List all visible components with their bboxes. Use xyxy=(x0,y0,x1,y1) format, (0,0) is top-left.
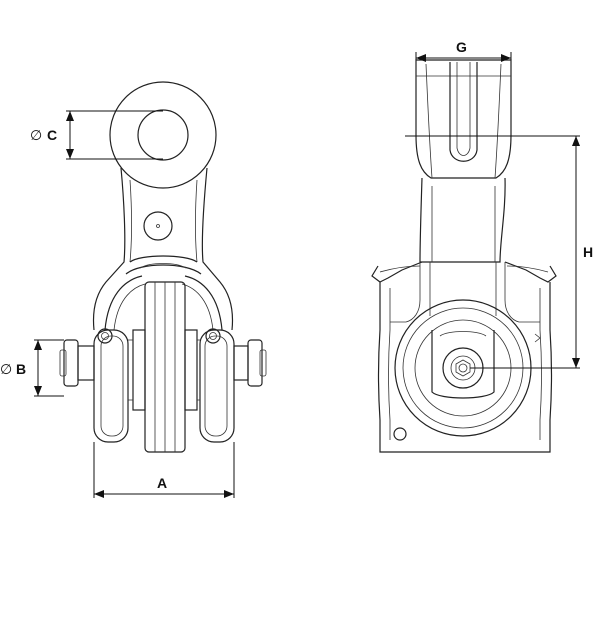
dimension-b: ∅ B xyxy=(0,339,64,397)
hex-nut xyxy=(455,359,471,377)
dim-c-label: C xyxy=(47,127,57,143)
side-view xyxy=(371,59,557,453)
dim-b-diameter-symbol: ∅ xyxy=(0,362,12,378)
top-block xyxy=(415,59,512,179)
dim-h-label: H xyxy=(583,244,593,260)
dimension-h: H xyxy=(405,135,593,369)
right-hub xyxy=(184,329,198,411)
top-eye-bore xyxy=(137,109,189,161)
dim-b-label: B xyxy=(16,361,26,377)
dimension-g: G xyxy=(415,39,512,62)
right-side-plate xyxy=(199,329,235,443)
dimension-a: A xyxy=(93,442,235,498)
small-hole xyxy=(143,211,173,241)
right-arm-outline xyxy=(201,167,234,331)
right-bolt xyxy=(205,328,221,344)
top-eye-outer xyxy=(109,81,217,189)
side-neck xyxy=(419,177,506,263)
top-groove xyxy=(449,62,478,162)
left-hub xyxy=(132,329,146,411)
right-shoulder xyxy=(504,261,557,283)
dim-c-diameter-symbol: ∅ xyxy=(30,128,42,144)
left-shoulder xyxy=(371,261,423,283)
left-arm-outline xyxy=(92,167,126,331)
dimension-c: ∅ C xyxy=(30,110,163,160)
side-small-hole xyxy=(393,427,407,441)
main-housing xyxy=(377,282,553,453)
front-view xyxy=(59,81,267,453)
dim-a-label: A xyxy=(157,475,167,491)
side-hub-box xyxy=(431,330,495,399)
dim-g-label: G xyxy=(456,39,467,55)
left-side-plate xyxy=(93,329,129,443)
